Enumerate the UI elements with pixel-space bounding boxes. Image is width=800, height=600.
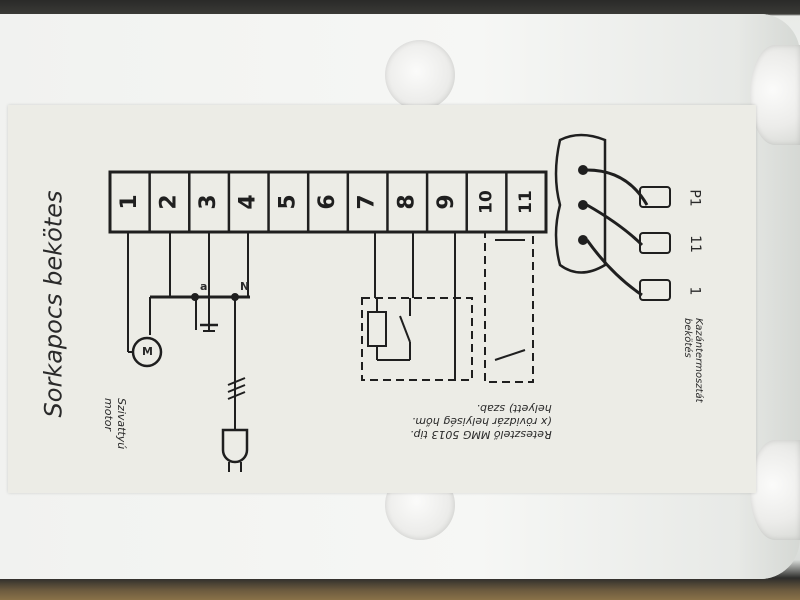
terminal-label-9: 9 — [434, 194, 459, 209]
plug-icon — [221, 428, 249, 464]
terminal-label-2: 2 — [156, 194, 181, 209]
relay-caption-line1: Retesztelő MMG 5013 tip. — [410, 428, 552, 441]
pin-label-1: 1 — [686, 286, 703, 296]
pin-label-p1: P1 — [686, 189, 703, 207]
relay-box — [361, 297, 473, 381]
connector-outline — [554, 133, 607, 274]
motor-symbol-label: M — [142, 345, 153, 358]
relay-caption: Retesztelő MMG 5013 tip. (x rövidzár hel… — [410, 402, 552, 441]
terminal-label-6: 6 — [315, 194, 340, 209]
bridge-box — [484, 231, 534, 383]
bus-label-a: a — [200, 280, 208, 293]
lead-1 — [585, 239, 643, 297]
screw-boss-right-bottom — [750, 440, 800, 540]
terminal-label-4: 4 — [236, 194, 261, 209]
spade-terminal-11 — [639, 232, 671, 254]
relay-coil — [367, 311, 387, 347]
lead-p1 — [586, 168, 649, 206]
spade-terminal-1 — [639, 279, 671, 301]
terminal-label-11: 11 — [516, 190, 536, 214]
terminal-label-7: 7 — [355, 194, 380, 209]
pin-label-11: 11 — [686, 235, 703, 253]
thermostat-caption-line1: Kazántermosztát — [693, 318, 704, 403]
terminal-block — [108, 170, 548, 234]
terminal-label-1: 1 — [117, 194, 142, 209]
screw-boss-top — [385, 40, 455, 110]
bridge-switch — [494, 349, 526, 361]
motor-caption: Szivattyú motor — [102, 398, 128, 449]
spade-terminal-p1 — [639, 186, 671, 208]
screw-boss-right-top — [750, 45, 800, 145]
diagram-title: Sorkapocs bekötes — [39, 190, 68, 418]
motor-caption-line1: Szivattyú — [115, 398, 128, 450]
bus-label-n: N — [240, 280, 250, 293]
terminal-label-3: 3 — [196, 194, 221, 209]
lead-11 — [586, 203, 644, 247]
terminal-label-5: 5 — [275, 194, 300, 209]
thermostat-caption: Kazántermosztát bekötés — [682, 318, 704, 403]
thermostat-caption-line2: bekötés — [682, 318, 693, 358]
terminal-label-10: 10 — [477, 190, 497, 214]
relay-caption-line3: helyett) szab. — [476, 402, 552, 415]
relay-switch — [399, 315, 411, 343]
motor-caption-line2: motor — [102, 398, 115, 432]
terminal-label-8: 8 — [394, 194, 419, 209]
relay-caption-line2: (x rövidzár helyiség hőm. — [411, 415, 552, 428]
